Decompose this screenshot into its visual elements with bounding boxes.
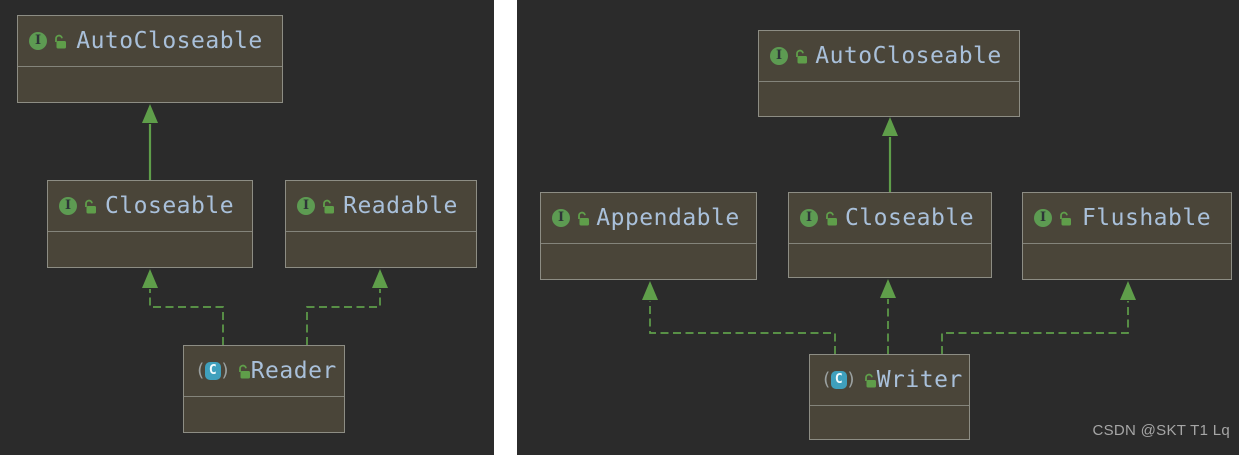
class-node-l-reader[interactable]: (C) Reader	[183, 345, 345, 433]
node-header: I Closeable	[48, 181, 252, 231]
arrowhead-icon	[142, 104, 158, 123]
unlocked-icon	[321, 199, 335, 214]
arrowhead-icon	[1120, 281, 1136, 300]
unlocked-icon	[1058, 211, 1072, 226]
node-header: I Appendable	[541, 193, 756, 243]
class-name-label: Writer	[876, 367, 963, 393]
node-header: I Flushable	[1023, 193, 1231, 243]
class-name-label: Flushable	[1081, 205, 1212, 231]
class-name-label: Reader	[250, 358, 337, 384]
unlocked-icon	[53, 34, 67, 49]
class-name-label: Closeable	[104, 193, 235, 219]
node-header: I AutoCloseable	[18, 16, 282, 66]
node-header: I Closeable	[789, 193, 991, 243]
abstract-class-icon: (C)	[195, 360, 231, 381]
class-name-label: AutoCloseable	[76, 28, 263, 54]
class-name-label: AutoCloseable	[815, 43, 1002, 69]
interface-icon: I	[29, 32, 47, 50]
arrowhead-icon	[142, 269, 158, 288]
interface-icon: I	[770, 47, 788, 65]
arrowhead-icon	[882, 117, 898, 136]
implements-edge-r-writer-to-r-appendable	[649, 301, 836, 354]
interface-icon: I	[800, 209, 818, 227]
members-section	[48, 231, 252, 267]
class-node-l-readable[interactable]: I Readable	[285, 180, 477, 268]
members-section	[789, 243, 991, 277]
implements-edge-r-writer-to-r-flushable	[941, 301, 1129, 354]
members-section	[184, 396, 344, 432]
class-node-r-closeable[interactable]: I Closeable	[788, 192, 992, 278]
members-section	[541, 243, 756, 279]
members-section	[18, 66, 282, 102]
interface-icon: I	[1034, 209, 1052, 227]
members-section	[286, 231, 476, 267]
members-section	[810, 405, 969, 439]
unlocked-icon	[863, 373, 877, 388]
class-node-r-autocloseable[interactable]: I AutoCloseable	[758, 30, 1020, 117]
node-header: I Readable	[286, 181, 476, 231]
class-name-label: Readable	[343, 193, 458, 219]
interface-icon: I	[552, 209, 570, 227]
implements-edge-l-reader-to-l-readable	[306, 289, 381, 345]
class-node-r-writer[interactable]: (C) Writer	[809, 354, 970, 440]
class-node-r-appendable[interactable]: I Appendable	[540, 192, 757, 280]
unlocked-icon	[824, 211, 838, 226]
class-node-r-flushable[interactable]: I Flushable	[1022, 192, 1232, 280]
unlocked-icon	[576, 211, 590, 226]
unlocked-icon	[83, 199, 97, 214]
node-header: (C) Writer	[810, 355, 969, 405]
arrowhead-icon	[880, 279, 896, 298]
members-section	[759, 81, 1019, 116]
abstract-class-icon: (C)	[821, 369, 857, 390]
arrowhead-icon	[372, 269, 388, 288]
unlocked-icon	[794, 49, 808, 64]
unlocked-icon	[237, 364, 251, 379]
class-name-label: Appendable	[596, 205, 740, 231]
node-header: I AutoCloseable	[759, 31, 1019, 81]
members-section	[1023, 243, 1231, 279]
implements-edge-l-reader-to-l-closeable	[149, 289, 224, 345]
arrowhead-icon	[642, 281, 658, 300]
class-node-l-closeable[interactable]: I Closeable	[47, 180, 253, 268]
node-header: (C) Reader	[184, 346, 344, 396]
watermark: CSDN @SKT T1 Lq	[1092, 422, 1230, 439]
interface-icon: I	[59, 197, 77, 215]
class-name-label: Closeable	[844, 205, 975, 231]
class-node-l-autocloseable[interactable]: I AutoCloseable	[17, 15, 283, 103]
interface-icon: I	[297, 197, 315, 215]
